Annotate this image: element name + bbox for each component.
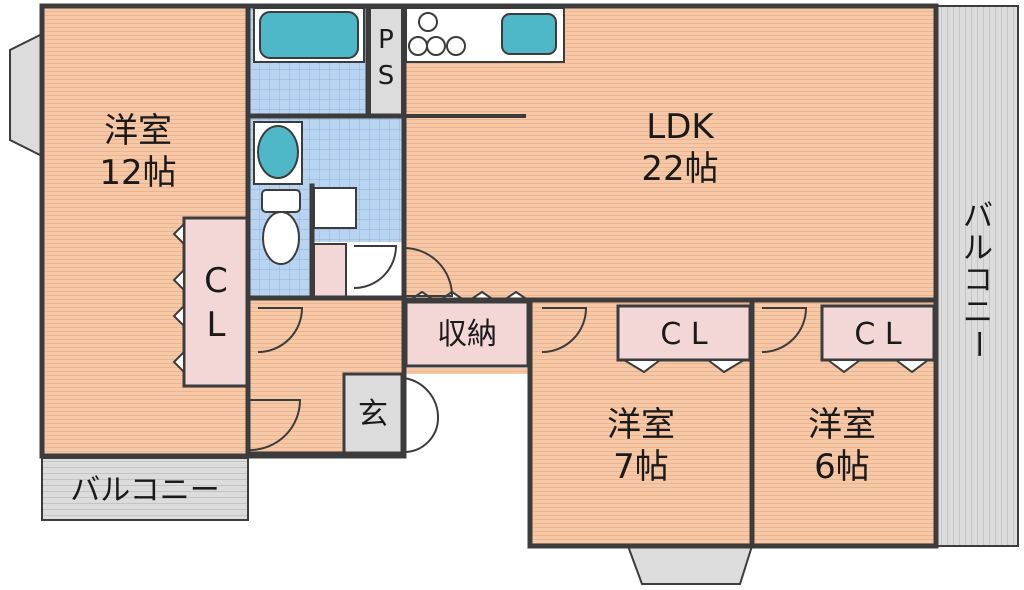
balcony-right-label: バ ル コ ニ ー: [960, 199, 995, 359]
balcony-bottom-label: バルコニー: [70, 473, 219, 508]
closet-mid-label: C L: [660, 317, 707, 352]
balcony-bottom: [41, 457, 249, 521]
walls: [39, 3, 939, 549]
western-room-mid-size: 7帖: [613, 447, 669, 487]
washbasin: [253, 121, 303, 185]
bathtub: [253, 7, 365, 63]
stove-burner: [418, 12, 438, 32]
balcony-right-char: ル: [963, 231, 993, 266]
pipe-space-label-p: P: [378, 25, 394, 55]
closet-left: [182, 216, 250, 388]
pipe-space: [369, 7, 403, 117]
kitchen-counter: [405, 7, 565, 63]
small-closet: [313, 243, 347, 299]
western-room-mid-name: 洋室: [607, 405, 675, 445]
balcony-right: [935, 5, 1019, 547]
stove-burner: [446, 36, 466, 56]
corridor-floor: [404, 368, 530, 374]
western-room-left-name: 洋室: [104, 111, 172, 151]
western-room-left-size: 12帖: [99, 153, 176, 193]
bay-window-bottom: [626, 545, 754, 585]
western-room-right-size: 6帖: [814, 447, 870, 487]
stove-burner: [408, 36, 428, 56]
closet-left-label-c: C: [204, 261, 228, 301]
storage-label: 収納: [437, 317, 497, 352]
closet-left-label-l: L: [207, 305, 226, 345]
balcony-right-char: ニ: [963, 295, 993, 330]
entrance-label: 玄: [358, 397, 388, 432]
kitchen-sink: [501, 13, 557, 55]
balcony-right-char: ー: [960, 329, 995, 359]
ldk-name: LDK: [646, 107, 715, 147]
closets: [182, 216, 936, 456]
bathtub-basin: [259, 11, 359, 59]
bay-window-left: [9, 32, 43, 158]
stove-burner: [426, 36, 446, 56]
washer-pan: [313, 187, 357, 229]
closet-right: [820, 304, 936, 362]
pipe-space-label-s: S: [378, 61, 395, 91]
balcony-right-char: コ: [963, 263, 993, 298]
closet-right-label: C L: [854, 317, 901, 352]
ldk-size: 22帖: [641, 149, 718, 189]
doors: [249, 245, 808, 453]
toilet-fixture: [261, 189, 301, 265]
balcony-right-char: バ: [963, 199, 993, 234]
western-room-right-name: 洋室: [808, 405, 876, 445]
